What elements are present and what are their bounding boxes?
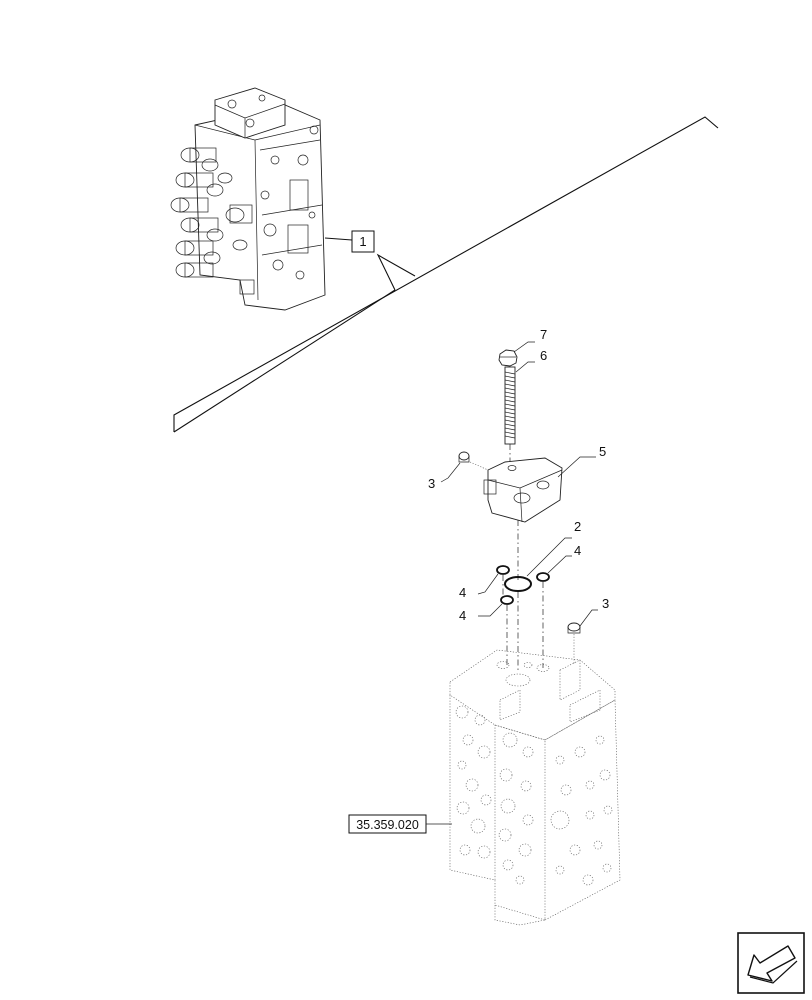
callout-item-4b[interactable]: 4 <box>574 543 581 558</box>
plug-screw-part-lower <box>567 622 581 664</box>
cover-block-part <box>483 457 563 523</box>
svg-text:1: 1 <box>359 234 366 249</box>
callout-item-3b[interactable]: 3 <box>602 596 609 611</box>
callout-item-7[interactable]: 7 <box>540 327 547 342</box>
svg-text:35.359.020: 35.359.020 <box>356 818 419 832</box>
leader-4c <box>478 603 503 617</box>
callout-item-1[interactable]: 1 <box>351 230 375 253</box>
leader-4a <box>477 573 499 595</box>
assembly-centerlines <box>502 575 544 670</box>
leader-6 <box>515 361 535 373</box>
o-ring-small-part-left <box>496 565 510 575</box>
reference-link-35-359-020[interactable]: 35.359.020 <box>348 814 427 834</box>
stud-bolt-part <box>504 366 516 445</box>
callout-item-6[interactable]: 6 <box>540 348 547 363</box>
callout-item-5[interactable]: 5 <box>599 444 606 459</box>
nut-part <box>498 349 518 367</box>
leader-2 <box>526 537 572 577</box>
assembly-leader-lines <box>173 116 719 433</box>
leader-5 <box>557 456 596 478</box>
o-ring-small-part-lower <box>500 595 514 605</box>
o-ring-large-part <box>504 576 532 592</box>
leader-3b <box>579 609 598 627</box>
callout-item-4c[interactable]: 4 <box>459 608 466 623</box>
callout-item-3a[interactable]: 3 <box>428 476 435 491</box>
centerline-stud <box>509 444 519 580</box>
valve-block-reference <box>449 649 621 926</box>
control-valve-overview <box>170 87 326 311</box>
o-ring-small-part-right <box>536 572 550 582</box>
leader-4b <box>547 555 572 574</box>
leader-3a <box>440 462 461 483</box>
callout-item-2[interactable]: 2 <box>574 519 581 534</box>
next-page-arrow-icon[interactable] <box>737 932 805 994</box>
plug-screw-part-upper <box>458 451 489 471</box>
callout-item-4a[interactable]: 4 <box>459 585 466 600</box>
leader-7 <box>513 341 535 353</box>
